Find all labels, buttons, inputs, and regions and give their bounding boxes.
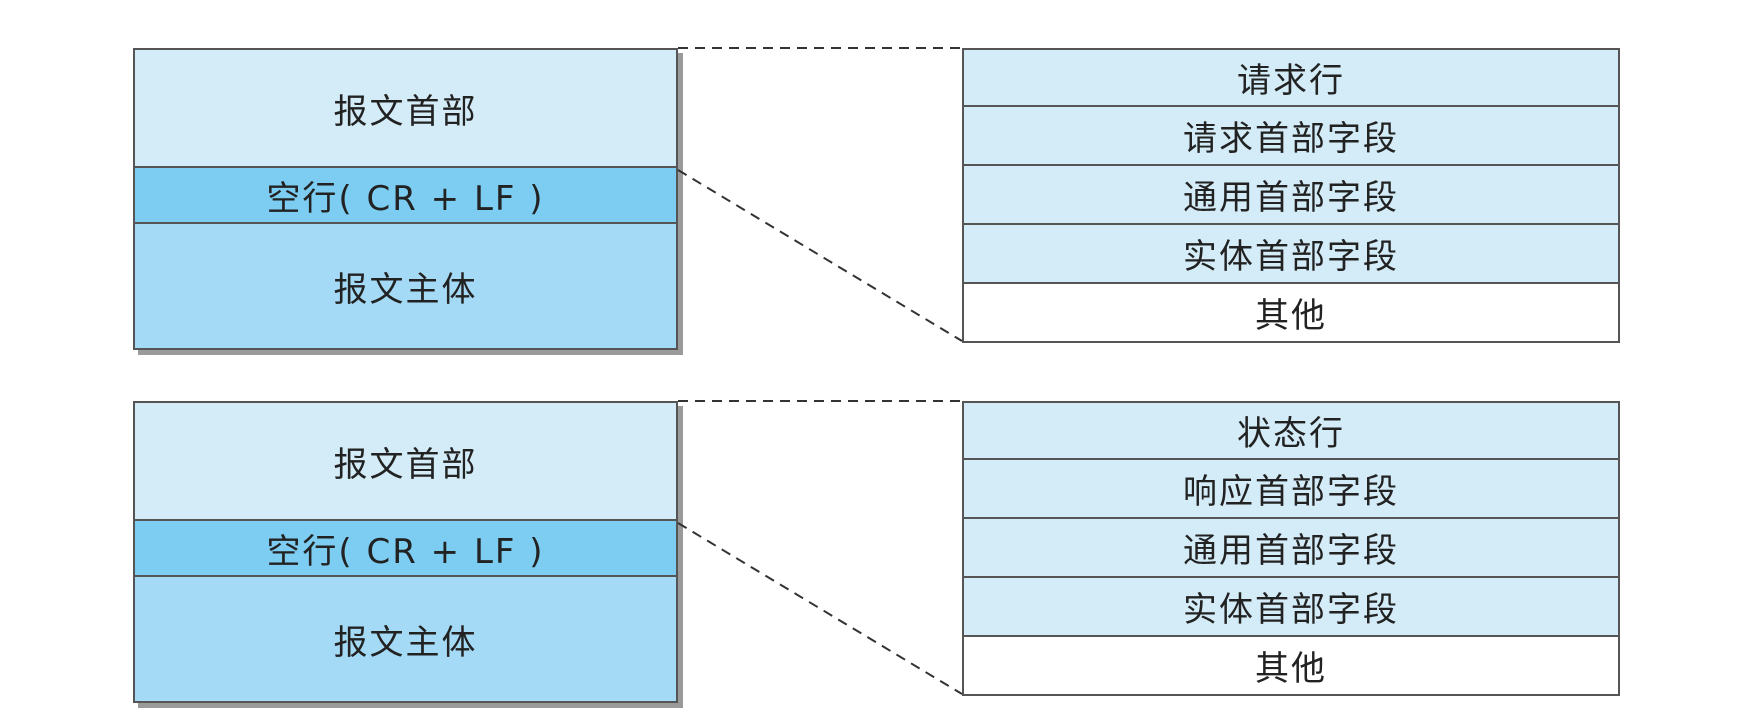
response-field-row: 其他 bbox=[962, 637, 1620, 696]
request-connector-bottom bbox=[677, 169, 963, 342]
request-field-row: 通用首部字段 bbox=[962, 166, 1620, 225]
response-field-row: 实体首部字段 bbox=[962, 578, 1620, 637]
response-message-header: 报文首部 bbox=[133, 401, 678, 521]
other-label: 其他 bbox=[1255, 649, 1327, 689]
response-message-header-label: 报文首部 bbox=[333, 444, 478, 485]
response-connector-bottom bbox=[677, 522, 963, 695]
request-message-body-label: 报文主体 bbox=[333, 269, 478, 310]
response-blank-line: 空行( CR + LF ) bbox=[133, 521, 678, 577]
request-header-fields-label: 请求首部字段 bbox=[1183, 119, 1399, 159]
request-message-block: 报文首部 空行( CR + LF ) 报文主体 bbox=[133, 48, 678, 350]
request-field-row: 实体首部字段 bbox=[962, 225, 1620, 284]
response-message-body: 报文主体 bbox=[133, 577, 678, 703]
response-header-fields-label: 响应首部字段 bbox=[1183, 472, 1399, 512]
entity-header-fields-label: 实体首部字段 bbox=[1183, 237, 1399, 277]
response-message-block: 报文首部 空行( CR + LF ) 报文主体 bbox=[133, 401, 678, 703]
response-message-body-label: 报文主体 bbox=[333, 622, 478, 663]
status-line-label: 状态行 bbox=[1237, 414, 1345, 454]
general-header-fields-label: 通用首部字段 bbox=[1183, 531, 1399, 571]
request-message-header-label: 报文首部 bbox=[333, 91, 478, 132]
request-line-label: 请求行 bbox=[1237, 61, 1345, 101]
request-blank-line-label: 空行( CR + LF ) bbox=[266, 178, 545, 219]
response-field-row: 响应首部字段 bbox=[962, 460, 1620, 519]
request-field-row: 请求首部字段 bbox=[962, 107, 1620, 166]
request-header-fields: 请求行 请求首部字段 通用首部字段 实体首部字段 其他 bbox=[962, 48, 1620, 343]
entity-header-fields-label: 实体首部字段 bbox=[1183, 590, 1399, 630]
response-field-row: 状态行 bbox=[962, 401, 1620, 460]
response-header-fields: 状态行 响应首部字段 通用首部字段 实体首部字段 其他 bbox=[962, 401, 1620, 696]
request-message-body: 报文主体 bbox=[133, 224, 678, 350]
request-message-header: 报文首部 bbox=[133, 48, 678, 168]
other-label: 其他 bbox=[1255, 296, 1327, 336]
request-field-row: 其他 bbox=[962, 284, 1620, 343]
general-header-fields-label: 通用首部字段 bbox=[1183, 178, 1399, 218]
request-field-row: 请求行 bbox=[962, 48, 1620, 107]
request-blank-line: 空行( CR + LF ) bbox=[133, 168, 678, 224]
response-blank-line-label: 空行( CR + LF ) bbox=[266, 531, 545, 572]
response-field-row: 通用首部字段 bbox=[962, 519, 1620, 578]
